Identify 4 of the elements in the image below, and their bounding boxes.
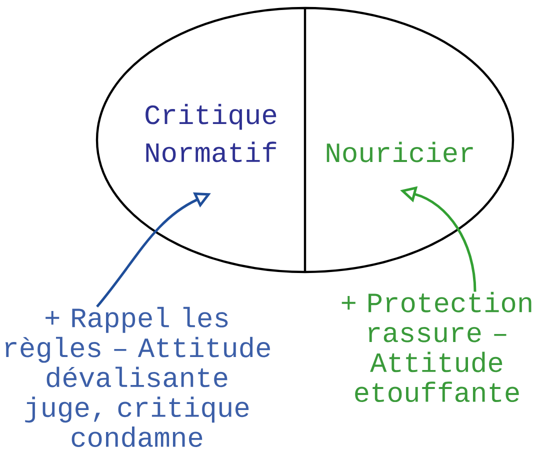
note-text: + Rappel les règles – Attitude dévalisante juge, critique condamne: [5, 306, 270, 448]
ellipse-label: Nouricier: [326, 142, 473, 162]
ellipse-label: Critique Normatif: [146, 104, 276, 162]
note-text: + Protection rassure – Attitude etouffante: [342, 292, 532, 402]
